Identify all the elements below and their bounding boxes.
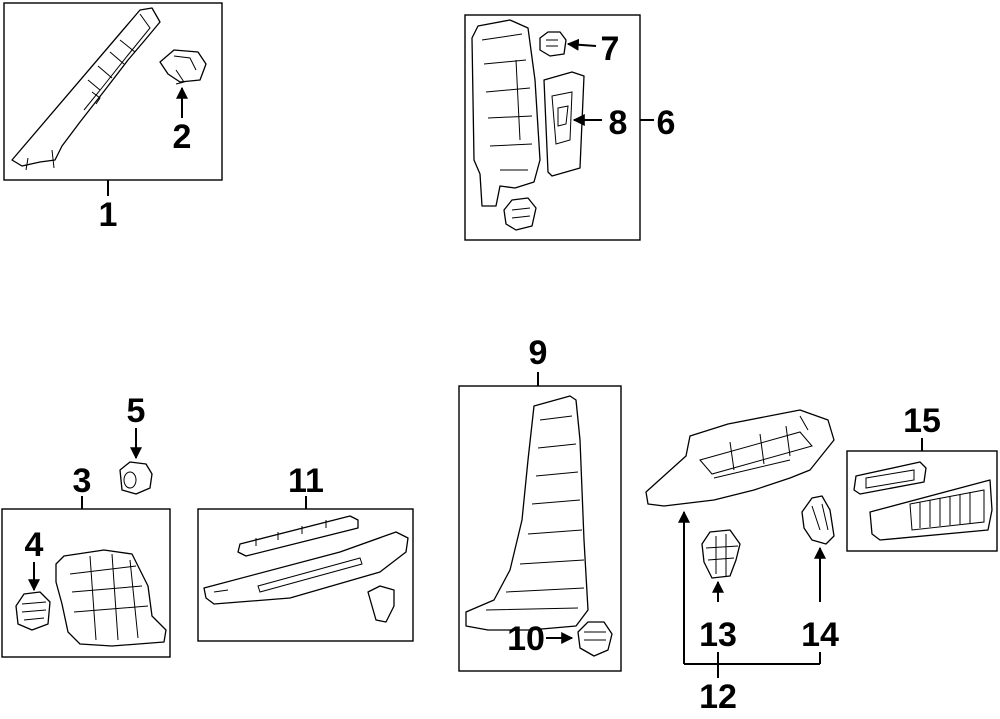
callout-11: 11 (288, 462, 324, 500)
part-11-scuff-plate (203, 531, 409, 605)
callout-4: 4 (25, 526, 44, 564)
callout-3: 3 (73, 462, 92, 500)
part-13-clip (701, 529, 741, 579)
group-console-box: 13 14 12 (645, 409, 839, 716)
group-kick-panel: 3 4 5 (1, 392, 171, 658)
group-pillar-trim-lower: 9 10 (458, 334, 622, 672)
part-3-kick-panel (55, 549, 167, 647)
frame-part-3 (1, 508, 171, 658)
part-14-clip (801, 495, 835, 545)
group-pillar-trim-upper-center: 7 8 6 (464, 14, 676, 241)
part-11-upper-rail (237, 515, 359, 557)
part-11-clip (367, 585, 395, 623)
callout-15: 15 (903, 402, 941, 440)
part-2-clip (159, 49, 207, 83)
callout-13: 13 (699, 616, 737, 654)
group-vent-panel: 15 (846, 402, 998, 552)
part-6-clip-lower (503, 197, 537, 231)
callout-12: 12 (699, 678, 737, 716)
part-1-pillar-trim (11, 7, 161, 167)
callout-5: 5 (127, 392, 146, 430)
part-9-pillar-trim (465, 395, 589, 631)
group-pillar-trim-upper-left: 1 2 (3, 2, 223, 234)
callout-9: 9 (529, 334, 548, 372)
callout-14: 14 (801, 616, 839, 654)
part-15-vent-cover (853, 461, 927, 495)
frame-part-1 (3, 2, 223, 181)
part-7-clip (539, 31, 567, 57)
callout-6: 6 (657, 104, 676, 142)
callout-8: 8 (609, 104, 628, 142)
frame-part-6 (464, 14, 641, 241)
group-scuff-plate: 11 (197, 462, 414, 642)
part-12-console-box (645, 409, 835, 507)
callout-7: 7 (601, 30, 620, 68)
callout-10: 10 (507, 620, 545, 658)
part-10-clip (577, 621, 613, 657)
frame-part-9 (458, 385, 622, 672)
part-6-pillar-trim (471, 19, 541, 207)
callout-1: 1 (99, 196, 118, 234)
callout-2: 2 (173, 118, 192, 156)
